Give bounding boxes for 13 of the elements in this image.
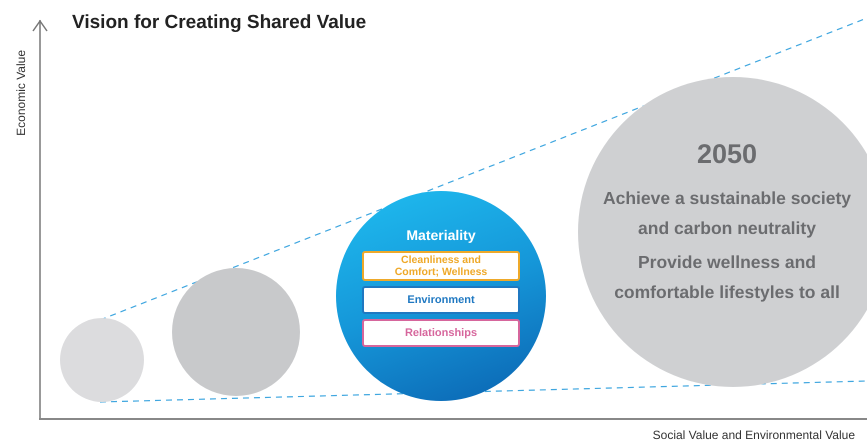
item-label: Environment: [407, 294, 475, 306]
item-label: Cleanliness and Comfort; Wellness: [394, 254, 488, 278]
x-axis-label: Social Value and Environmental Value: [652, 428, 855, 442]
materiality-item-box: [362, 286, 520, 314]
materiality-item-box: [362, 319, 520, 347]
y-axis-label: Economic Value: [14, 50, 28, 136]
goal-text: Provide wellness and comfortable lifestyles to all: [613, 251, 841, 304]
year-heading: 2050: [696, 139, 758, 170]
materiality-item-box: [362, 251, 520, 281]
item-label: Relationships: [404, 327, 478, 339]
goal-text: Achieve a sustainable society and carbon neutrality: [602, 187, 852, 240]
title: Vision for Creating Shared Value: [72, 12, 366, 34]
circle-heading: Materiality: [405, 227, 477, 243]
